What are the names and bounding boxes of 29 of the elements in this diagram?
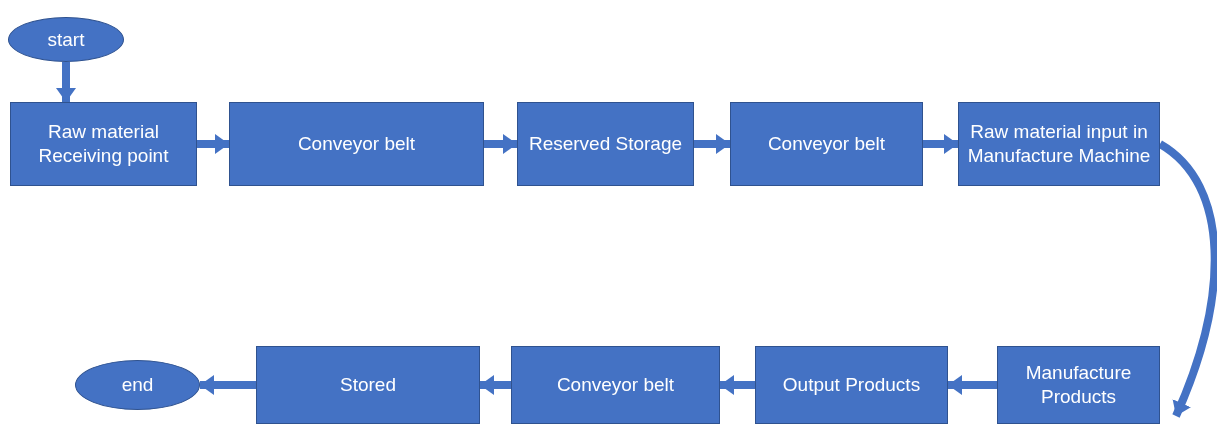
process-box — [730, 102, 923, 186]
node-label: Conveyor belt — [767, 132, 886, 156]
arrow — [200, 375, 256, 395]
node-label: Raw material Receiving point — [37, 120, 170, 168]
arrow — [948, 375, 997, 395]
process-box — [958, 102, 1160, 186]
process-box — [755, 346, 948, 424]
process-box — [997, 346, 1160, 424]
node-label: Manufacture Products — [1024, 361, 1133, 409]
process-box — [511, 346, 720, 424]
node-label: Conveyor belt — [297, 132, 416, 156]
node-label: Conveyor belt — [556, 373, 675, 397]
node-label: Stored — [340, 373, 396, 397]
arrow — [56, 62, 76, 102]
arrow — [197, 134, 229, 154]
arrow — [484, 134, 517, 154]
process-box — [229, 102, 484, 186]
node-label: Output Products — [782, 373, 921, 397]
arrow — [720, 375, 755, 395]
arrow — [694, 134, 730, 154]
arrow — [923, 134, 958, 154]
node-label: end — [121, 373, 154, 397]
node-label: Reserved Storage — [528, 132, 683, 156]
node-label: start — [47, 27, 85, 52]
process-box — [10, 102, 197, 186]
arrow — [480, 375, 511, 395]
node-label: Raw material input in Manufacture Machine — [967, 120, 1151, 168]
process-box — [517, 102, 694, 186]
process-box — [256, 346, 480, 424]
